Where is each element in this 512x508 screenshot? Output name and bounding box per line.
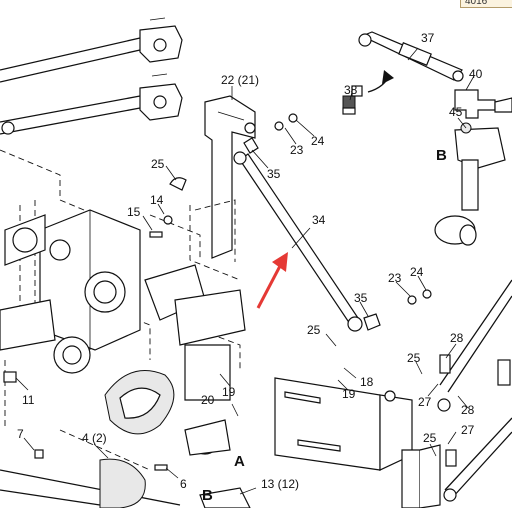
callout-25-bottom: 25 — [423, 431, 437, 445]
red-arrow — [256, 252, 288, 309]
callout-35-right: 35 — [354, 291, 368, 305]
callout-35-top: 35 — [267, 167, 281, 181]
callout-7: 7 — [17, 427, 24, 441]
right-rods — [437, 279, 512, 502]
view-label-b-bottom: B — [202, 487, 213, 504]
callout-19-left: 19 — [222, 385, 236, 399]
callout-23-right: 23 — [388, 271, 402, 285]
callout-13: 13 (12) — [261, 477, 299, 491]
gearbox-assembly — [0, 209, 246, 456]
bottom-left-parts — [0, 458, 251, 508]
plate-assembly — [274, 377, 441, 508]
callout-27-bottom: 27 — [461, 423, 475, 437]
callout-23-top: 23 — [290, 143, 304, 157]
callout-25-top: 25 — [151, 157, 165, 171]
tee-fitting-40 — [454, 89, 512, 119]
callout-34: 34 — [312, 213, 326, 227]
callout-45: 45 — [449, 105, 463, 119]
callout-labels: 37 40 38 22 (21) 45 23 24 35 25 14 15 34… — [17, 31, 483, 504]
bracket-22 — [194, 95, 256, 262]
header-tag: 4016 — [460, 0, 512, 8]
view-label-a: A — [234, 453, 245, 470]
callout-20: 20 — [201, 393, 215, 407]
callout-38: 38 — [344, 83, 358, 97]
callout-22: 22 (21) — [221, 73, 259, 87]
callout-37: 37 — [421, 31, 435, 45]
callout-11: 11 — [22, 393, 35, 407]
callout-19-right: 19 — [342, 387, 356, 401]
assembly-b-top — [434, 122, 506, 246]
fitting-38 — [342, 85, 363, 115]
callout-15: 15 — [127, 205, 141, 219]
callout-18: 18 — [360, 375, 374, 389]
callout-28-top: 28 — [450, 331, 464, 345]
callout-40: 40 — [469, 67, 483, 81]
link-rod-34 — [233, 137, 381, 332]
callout-24-right: 24 — [410, 265, 424, 279]
callout-28-bottom: 28 — [461, 403, 475, 417]
callout-14: 14 — [150, 193, 164, 207]
callout-25-mid: 25 — [307, 323, 321, 337]
cylinder-37 — [358, 31, 464, 82]
view-label-b-top: B — [436, 147, 447, 164]
callout-25-right: 25 — [407, 351, 421, 365]
callout-6: 6 — [180, 477, 187, 491]
callout-27-top: 27 — [418, 395, 432, 409]
callout-24-top: 24 — [311, 134, 325, 148]
hardware-left — [3, 177, 187, 471]
callout-arrow-37 — [367, 70, 394, 93]
upper-rod-assembly — [0, 17, 183, 135]
leader-lines — [15, 47, 475, 495]
callout-4: 4 (2) — [82, 431, 107, 445]
washers-23-24 — [274, 113, 432, 305]
